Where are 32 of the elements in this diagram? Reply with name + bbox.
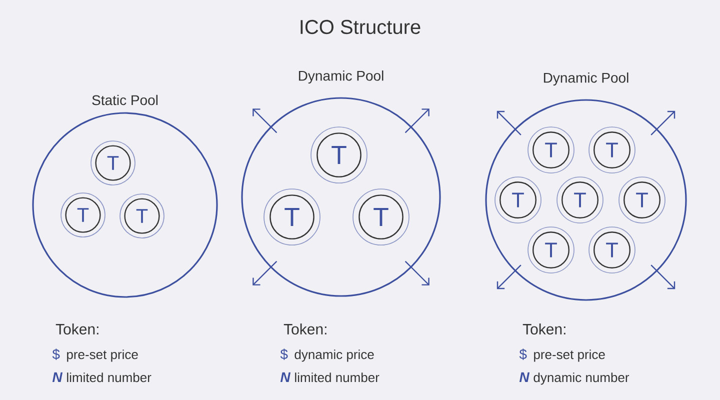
node-label: Dynamic Pool	[544, 72, 628, 86]
symbol: $	[52, 348, 60, 360]
token-coin: T	[60, 192, 106, 238]
node-label: Static Pool	[92, 94, 158, 106]
token-coin: T	[264, 188, 320, 246]
title: ICO Structure	[300, 20, 420, 34]
property-text: pre-set price	[67, 350, 138, 362]
symbol: $	[280, 348, 288, 360]
token-coin: T	[528, 226, 574, 274]
property-text: limited number	[295, 372, 380, 382]
token-coin: T	[120, 194, 164, 238]
token-coin: T	[618, 176, 666, 224]
property-text: pre-set price	[534, 350, 605, 362]
symbol: N	[519, 372, 530, 382]
symbol: N	[52, 372, 63, 382]
token-coin: T	[494, 176, 542, 224]
token-coin: T	[588, 126, 636, 174]
token-coin: T	[556, 176, 604, 224]
symbol: N	[280, 372, 291, 382]
token-coin: T	[310, 126, 368, 184]
section-heading: Token:	[56, 324, 98, 334]
property-text: dynamic number	[534, 372, 630, 385]
property-text: limited number	[67, 372, 152, 382]
token-coin: T	[90, 140, 136, 186]
token-coin: T	[588, 226, 636, 274]
token-coin: T	[528, 126, 574, 174]
section-heading: Token:	[284, 324, 326, 334]
property-text: dynamic price	[294, 350, 374, 362]
section-heading: Token:	[522, 324, 566, 334]
node-label: Dynamic Pool	[298, 70, 384, 84]
symbol: $	[519, 348, 527, 360]
token-coin: T	[352, 188, 410, 246]
